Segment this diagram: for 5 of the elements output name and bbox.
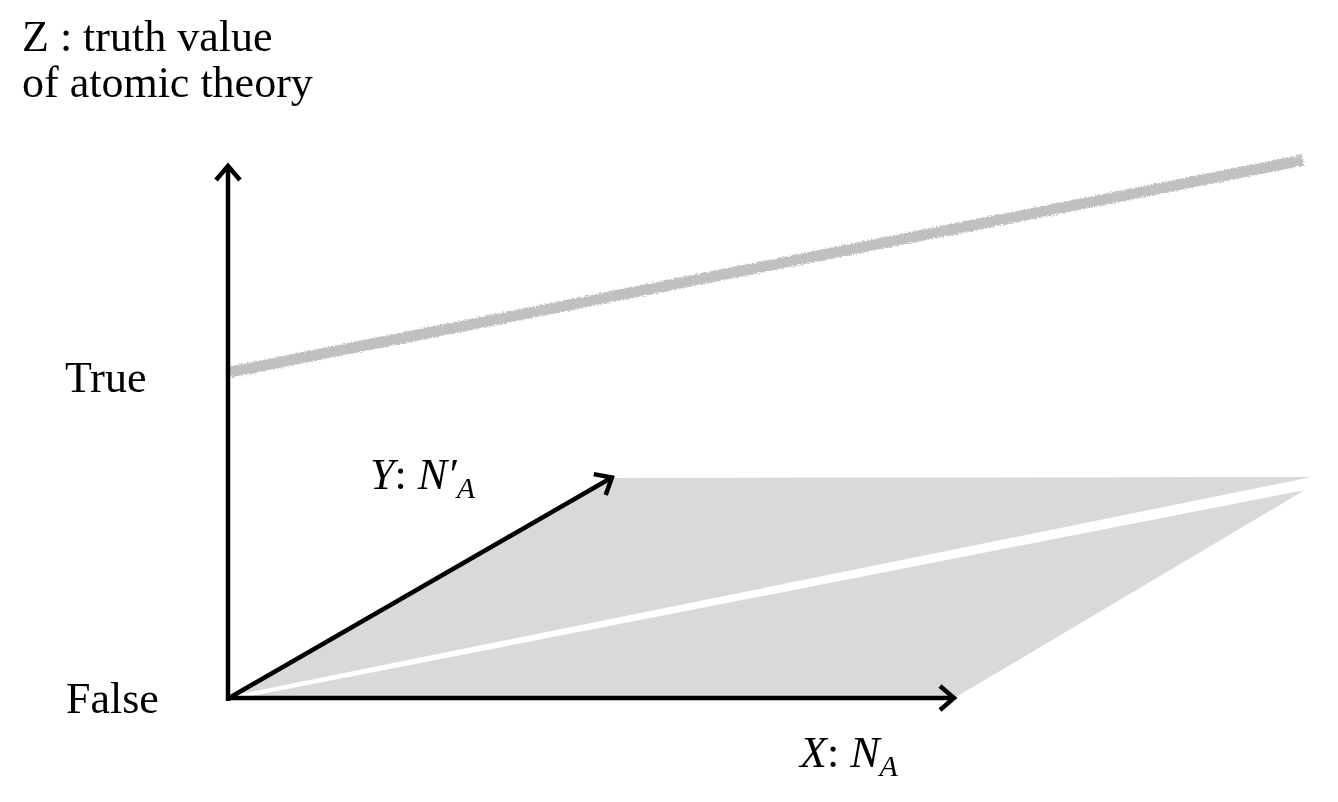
axis-label: Y: N′$_{A}$: [370, 452, 475, 498]
axis-title: Z : truth value of atomic theory: [22, 14, 314, 106]
axis-tick-label: False: [66, 676, 159, 722]
axis-tick-label: True: [65, 355, 147, 401]
axis-label: X: N$_{A}$: [800, 730, 898, 776]
